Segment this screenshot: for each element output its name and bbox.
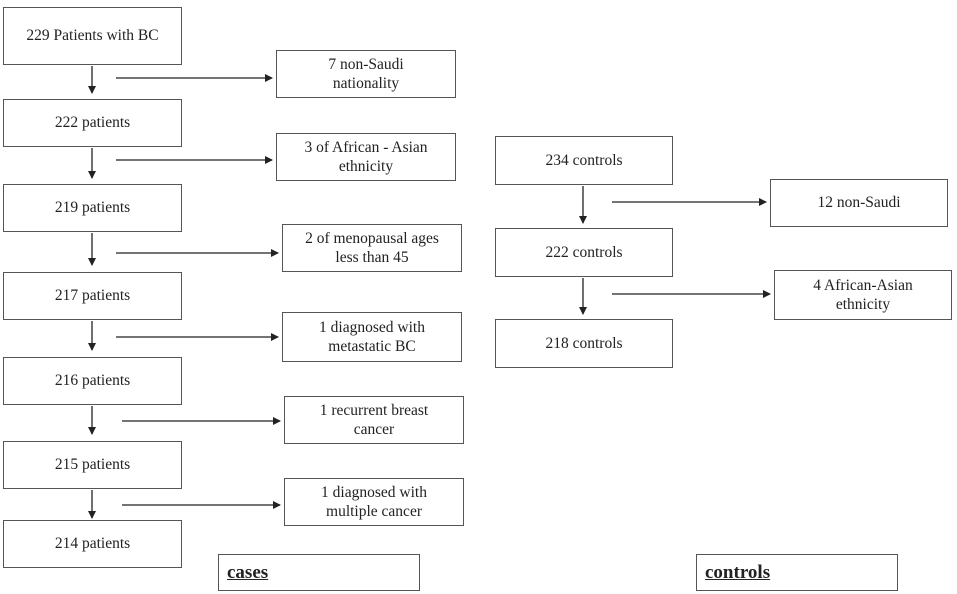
control-step-box-1: 234 controls	[495, 136, 673, 185]
case-exclusion-box-3: 2 of menopausal ages less than 45	[282, 224, 462, 272]
control-exclusion-box-2: 4 African-Asian ethnicity	[774, 270, 952, 320]
case-exclusion-box-6: 1 diagnosed with multiple cancer	[284, 478, 464, 526]
control-exclusion-box-1: 12 non-Saudi	[770, 179, 948, 227]
case-step-box-2: 222 patients	[3, 99, 182, 147]
case-step-box-5: 216 patients	[3, 357, 182, 405]
case-step-box-3: 219 patients	[3, 184, 182, 232]
case-exclusion-text: 7 non-Saudi nationality	[328, 55, 404, 92]
cases-label-text: cases	[227, 561, 269, 583]
case-exclusion-box-4: 1 diagnosed with metastatic BC	[282, 312, 462, 362]
case-exclusion-text: 1 diagnosed with metastatic BC	[319, 318, 425, 355]
case-step-box-4: 217 patients	[3, 272, 182, 320]
control-exclusion-text: 4 African-Asian ethnicity	[813, 276, 913, 313]
case-step-box-1: 229 Patients with BC	[3, 7, 182, 65]
case-step-text: 222 patients	[54, 114, 131, 132]
control-step-text: 234 controls	[545, 151, 623, 169]
case-step-text: 214 patients	[54, 535, 131, 553]
case-exclusion-box-5: 1 recurrent breast cancer	[284, 396, 464, 444]
case-exclusion-text: 1 recurrent breast cancer	[319, 401, 429, 438]
case-exclusion-box-2: 3 of African - Asian ethnicity	[276, 133, 456, 181]
control-step-box-3: 218 controls	[495, 319, 673, 368]
case-step-text: 217 patients	[54, 287, 131, 305]
control-step-box-2: 222 controls	[495, 228, 673, 277]
case-exclusion-box-1: 7 non-Saudi nationality	[276, 50, 456, 98]
case-step-text: 229 Patients with BC	[26, 27, 159, 45]
case-step-text: 216 patients	[54, 372, 131, 390]
case-exclusion-text: 2 of menopausal ages less than 45	[305, 229, 439, 266]
case-step-text: 219 patients	[54, 199, 131, 217]
controls-label: controls	[696, 554, 898, 591]
cases-label: cases	[218, 554, 420, 591]
case-exclusion-text: 1 diagnosed with multiple cancer	[321, 483, 427, 520]
case-step-text: 215 patients	[54, 456, 131, 474]
control-step-text: 222 controls	[545, 243, 623, 261]
case-step-box-6: 215 patients	[3, 441, 182, 489]
case-exclusion-text: 3 of African - Asian ethnicity	[304, 138, 428, 175]
case-step-box-7: 214 patients	[3, 520, 182, 568]
control-step-text: 218 controls	[545, 334, 623, 352]
controls-label-text: controls	[705, 561, 771, 583]
control-exclusion-text: 12 non-Saudi	[817, 194, 901, 212]
